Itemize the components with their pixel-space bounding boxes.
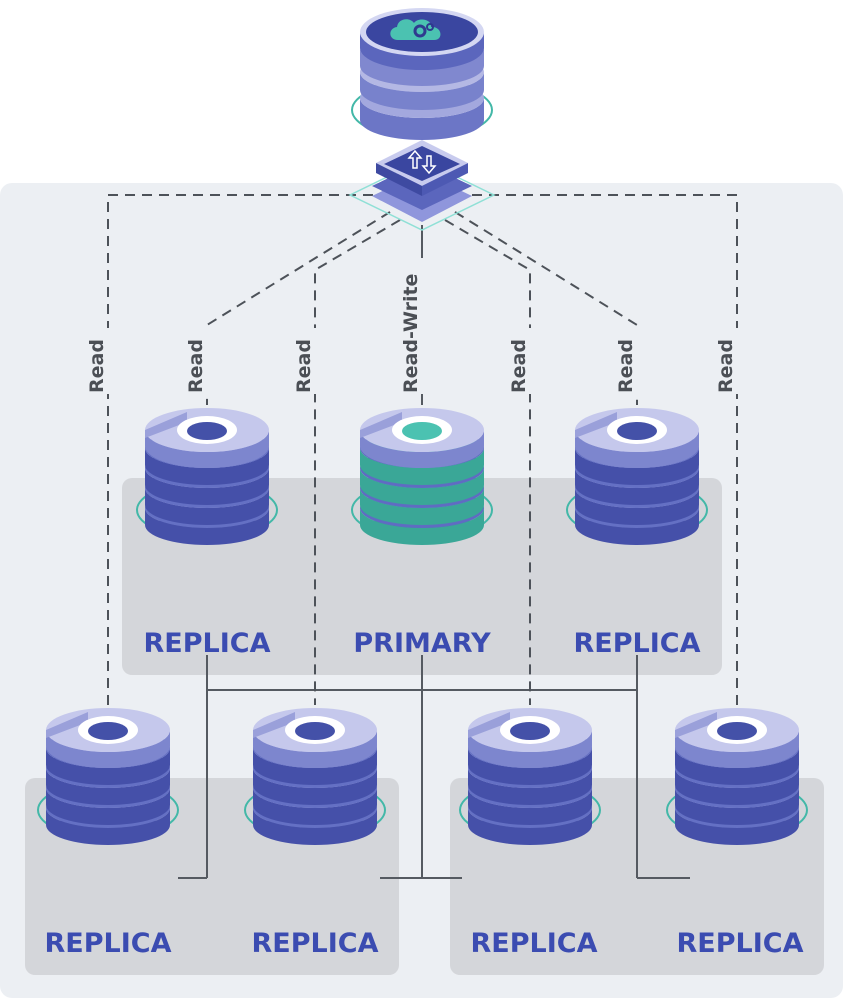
replica-label-lower-1: REPLICA [45,928,172,959]
primary-node [352,408,492,545]
primary-label: PRIMARY [353,628,491,659]
read-label-6: Read [715,339,737,393]
replication-links [178,225,690,879]
replica-node-upper-left [137,408,277,545]
read-label-1: Read [86,339,108,393]
read-label-5: Read [615,339,637,393]
replica-node-lower-4 [667,708,807,845]
read-write-label: Read-Write [400,274,422,393]
upper-replica-group [122,478,722,675]
replica-label-lower-2: REPLICA [252,928,379,959]
router-node [348,140,496,231]
gears-cloud-icon [390,19,441,40]
replica-node-upper-right [567,408,707,545]
replica-node-lower-2 [245,708,385,845]
read-links [107,194,738,705]
replica-node-lower-3 [460,708,600,845]
cluster-node [351,8,493,140]
read-label-2: Read [185,339,207,393]
sync-arrows-icon [407,149,437,175]
replica-label-upper-left: REPLICA [144,628,271,659]
read-label-3: Read [293,339,315,393]
replica-node-lower-1 [38,708,178,845]
replica-label-upper-right: REPLICA [574,628,701,659]
read-label-4: Read [508,339,530,393]
replica-label-lower-3: REPLICA [471,928,598,959]
replica-label-lower-4: REPLICA [677,928,804,959]
